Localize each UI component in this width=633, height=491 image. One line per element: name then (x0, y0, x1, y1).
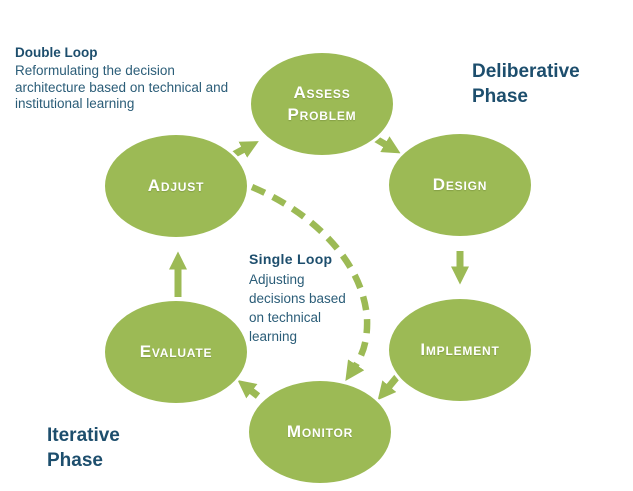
single-loop-annotation: Single Loop Adjusting decisions based on… (249, 251, 359, 346)
double-loop-annotation: Double Loop Reformulating the decision a… (15, 45, 237, 113)
node-evaluate: Evaluate (102, 298, 250, 406)
node-assess-problem: Assess Problem (248, 50, 396, 158)
node-evaluate-label: Evaluate (139, 341, 213, 361)
node-assess-problem-label: Assess Problem (287, 82, 357, 124)
node-adjust: Adjust (102, 132, 250, 240)
node-monitor-label: Monitor (286, 421, 354, 441)
single-loop-title: Single Loop (249, 251, 333, 267)
node-design: Design (386, 131, 534, 239)
double-loop-title: Double Loop (15, 45, 98, 60)
arrow-monitor-to-evaluate (237, 380, 261, 399)
iterative-phase-label: Iterative Phase (47, 425, 120, 471)
arrow-assess-to-design (374, 135, 401, 154)
node-adjust-label: Adjust (147, 175, 205, 195)
arrow-implement-to-monitor (377, 374, 400, 401)
double-loop-description: Reformulating the decision architecture … (15, 63, 229, 111)
node-implement-label: Implement (420, 339, 500, 359)
dashed-arrow-single-loop (250, 184, 371, 381)
node-monitor: Monitor (246, 378, 394, 486)
deliberative-phase-label: Deliberative Phase (472, 61, 580, 107)
node-implement: Implement (386, 296, 534, 404)
node-design-label: Design (432, 174, 488, 194)
single-loop-description: Adjusting decisions based on technical l… (249, 272, 346, 344)
